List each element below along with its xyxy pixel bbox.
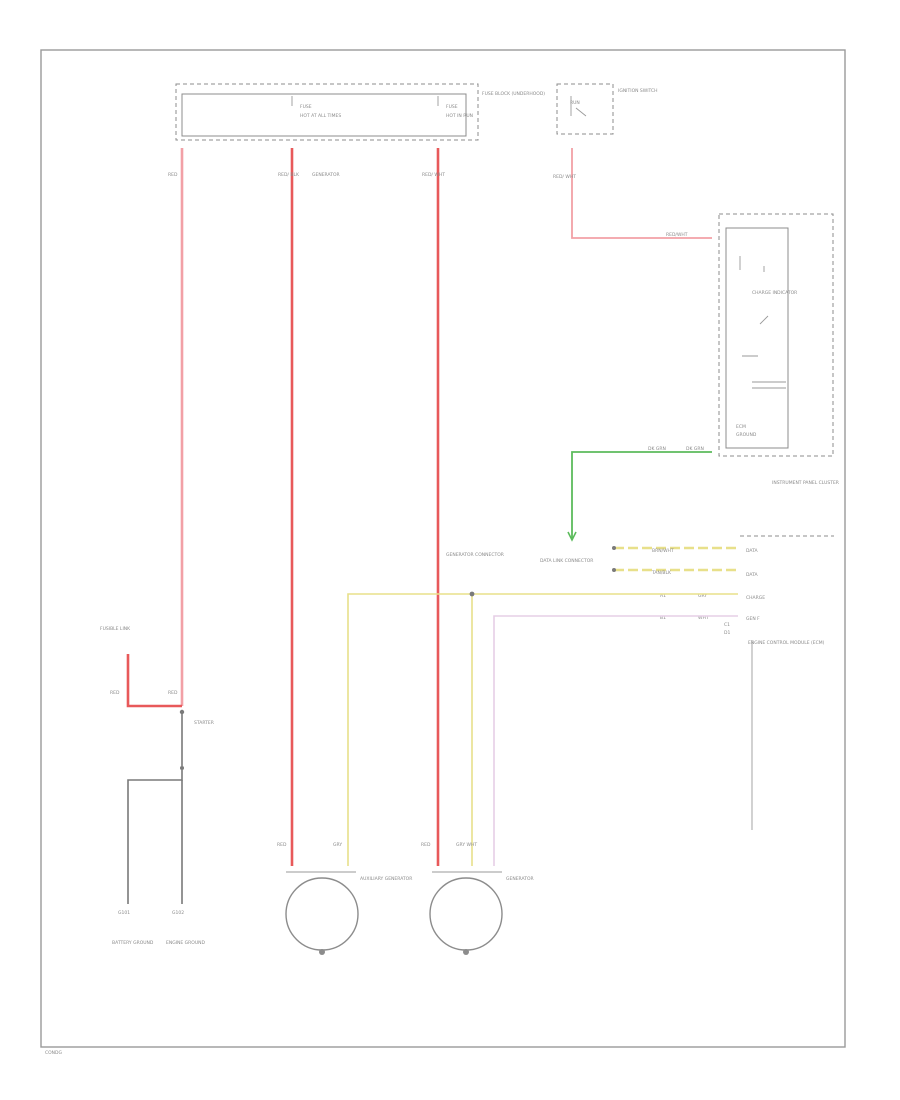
wire-red-a-label: RED (168, 172, 178, 178)
wire-red-b-label: RED/ BLK (278, 172, 300, 178)
signal-wires (347, 591, 738, 866)
fusible-link-junction: FUSIBLE LINK RED RED STARTER (100, 626, 214, 904)
wire-w3-label: GRY (698, 593, 707, 599)
instrument-panel-cluster: CHARGE INDICATOR ECM GROUND INSTRUMENT P… (718, 213, 839, 486)
ecm-term-1: DATA (746, 548, 759, 554)
ipc-name-label: INSTRUMENT PANEL CLUSTER (772, 480, 839, 486)
fuse-a-label: FUSE (300, 104, 312, 110)
diagram-frame (40, 49, 846, 1048)
wire-w1-label: BRN/WHT (652, 548, 674, 554)
ignition-feed: RED/ WHT RED/WHT (553, 148, 712, 239)
pin-c: C1 (724, 622, 730, 628)
gen-b-wire-1: RED (421, 842, 431, 848)
footer-code: CONDG (45, 1050, 63, 1056)
pin-d: D1 (724, 630, 730, 636)
ground-a-label: G101 (118, 910, 130, 916)
fuse-b-label: FUSE (446, 104, 458, 110)
ignition-wire-label: RED/ WHT (553, 174, 576, 180)
generator-note: GENERATOR (312, 172, 340, 178)
gen-a-name: AUXILIARY GENERATOR (360, 876, 412, 882)
gen-b-name: GENERATOR (506, 876, 534, 882)
gen-b-wire-2: GRY WHT (456, 842, 477, 848)
ecm-term-3: CHARGE (746, 595, 765, 601)
ecm-name-label: ENGINE CONTROL MODULE (ECM) (748, 640, 825, 646)
generator-connector-label: GENERATOR CONNECTOR (446, 552, 504, 558)
red-wires: RED RED/ BLK RED/ WHT GENERATOR (168, 148, 445, 866)
hot-b-label: HOT IN RUN (446, 113, 473, 119)
ignition-switch: IGNITION SWITCH RUN (556, 83, 658, 135)
gen-a-wire-2: GRY (333, 842, 342, 848)
starter-label: STARTER (194, 720, 214, 726)
generator-a: RED GRY AUXILIARY GENERATOR (277, 842, 412, 955)
wire-red-c-label: RED/ WHT (422, 172, 445, 178)
fuse-block-label: FUSE BLOCK (UNDERHOOD) (482, 91, 545, 97)
ground-b-desc: ENGINE GROUND (166, 940, 205, 946)
fusible-link-wire-label: RED (110, 690, 120, 696)
green-wire-label-2: DK GRN (686, 446, 704, 452)
ignition-switch-label: IGNITION SWITCH (618, 88, 658, 94)
ecm-term-4: GEN F (746, 616, 760, 622)
green-data-wire: DK GRN DK GRN DATA LINK CONNECTOR (540, 446, 712, 564)
fusible-link-label: FUSIBLE LINK (100, 626, 131, 632)
pin-b: B1 (660, 615, 666, 621)
fuse-block: FUSE BLOCK (UNDERHOOD) FUSE FUSE HOT AT … (175, 83, 545, 141)
ipc-ground-label: GROUND (736, 432, 757, 438)
ipc-module-label: ECM (736, 424, 746, 430)
ipc-indicator-label: CHARGE INDICATOR (752, 290, 797, 296)
battery-wire-label: RED (168, 690, 178, 696)
gen-a-wire-1: RED (277, 842, 287, 848)
ground-b-label: G102 (172, 910, 184, 916)
ecm-connector: DATA DATA CHARGE GEN F A1 B1 C1 D1 BRN/W… (446, 535, 834, 830)
ground-a-desc: BATTERY GROUND (112, 940, 154, 946)
hot-a-label: HOT AT ALL TIMES (300, 113, 341, 119)
grounds: G101 G102 BATTERY GROUND ENGINE GROUND (112, 910, 205, 946)
ignition-splice-label: RED/WHT (666, 232, 688, 238)
ignition-position-label: RUN (570, 100, 580, 106)
generator-b: RED GRY WHT GENERATOR (421, 842, 534, 955)
dlc-label: DATA LINK CONNECTOR (540, 558, 593, 564)
ecm-term-2: DATA (746, 572, 759, 578)
green-wire-label: DK GRN (648, 446, 666, 452)
wire-w2-label: TAN/BLK (651, 570, 672, 576)
wire-w4-label: WHT (698, 615, 709, 621)
pin-a: A1 (660, 593, 666, 599)
